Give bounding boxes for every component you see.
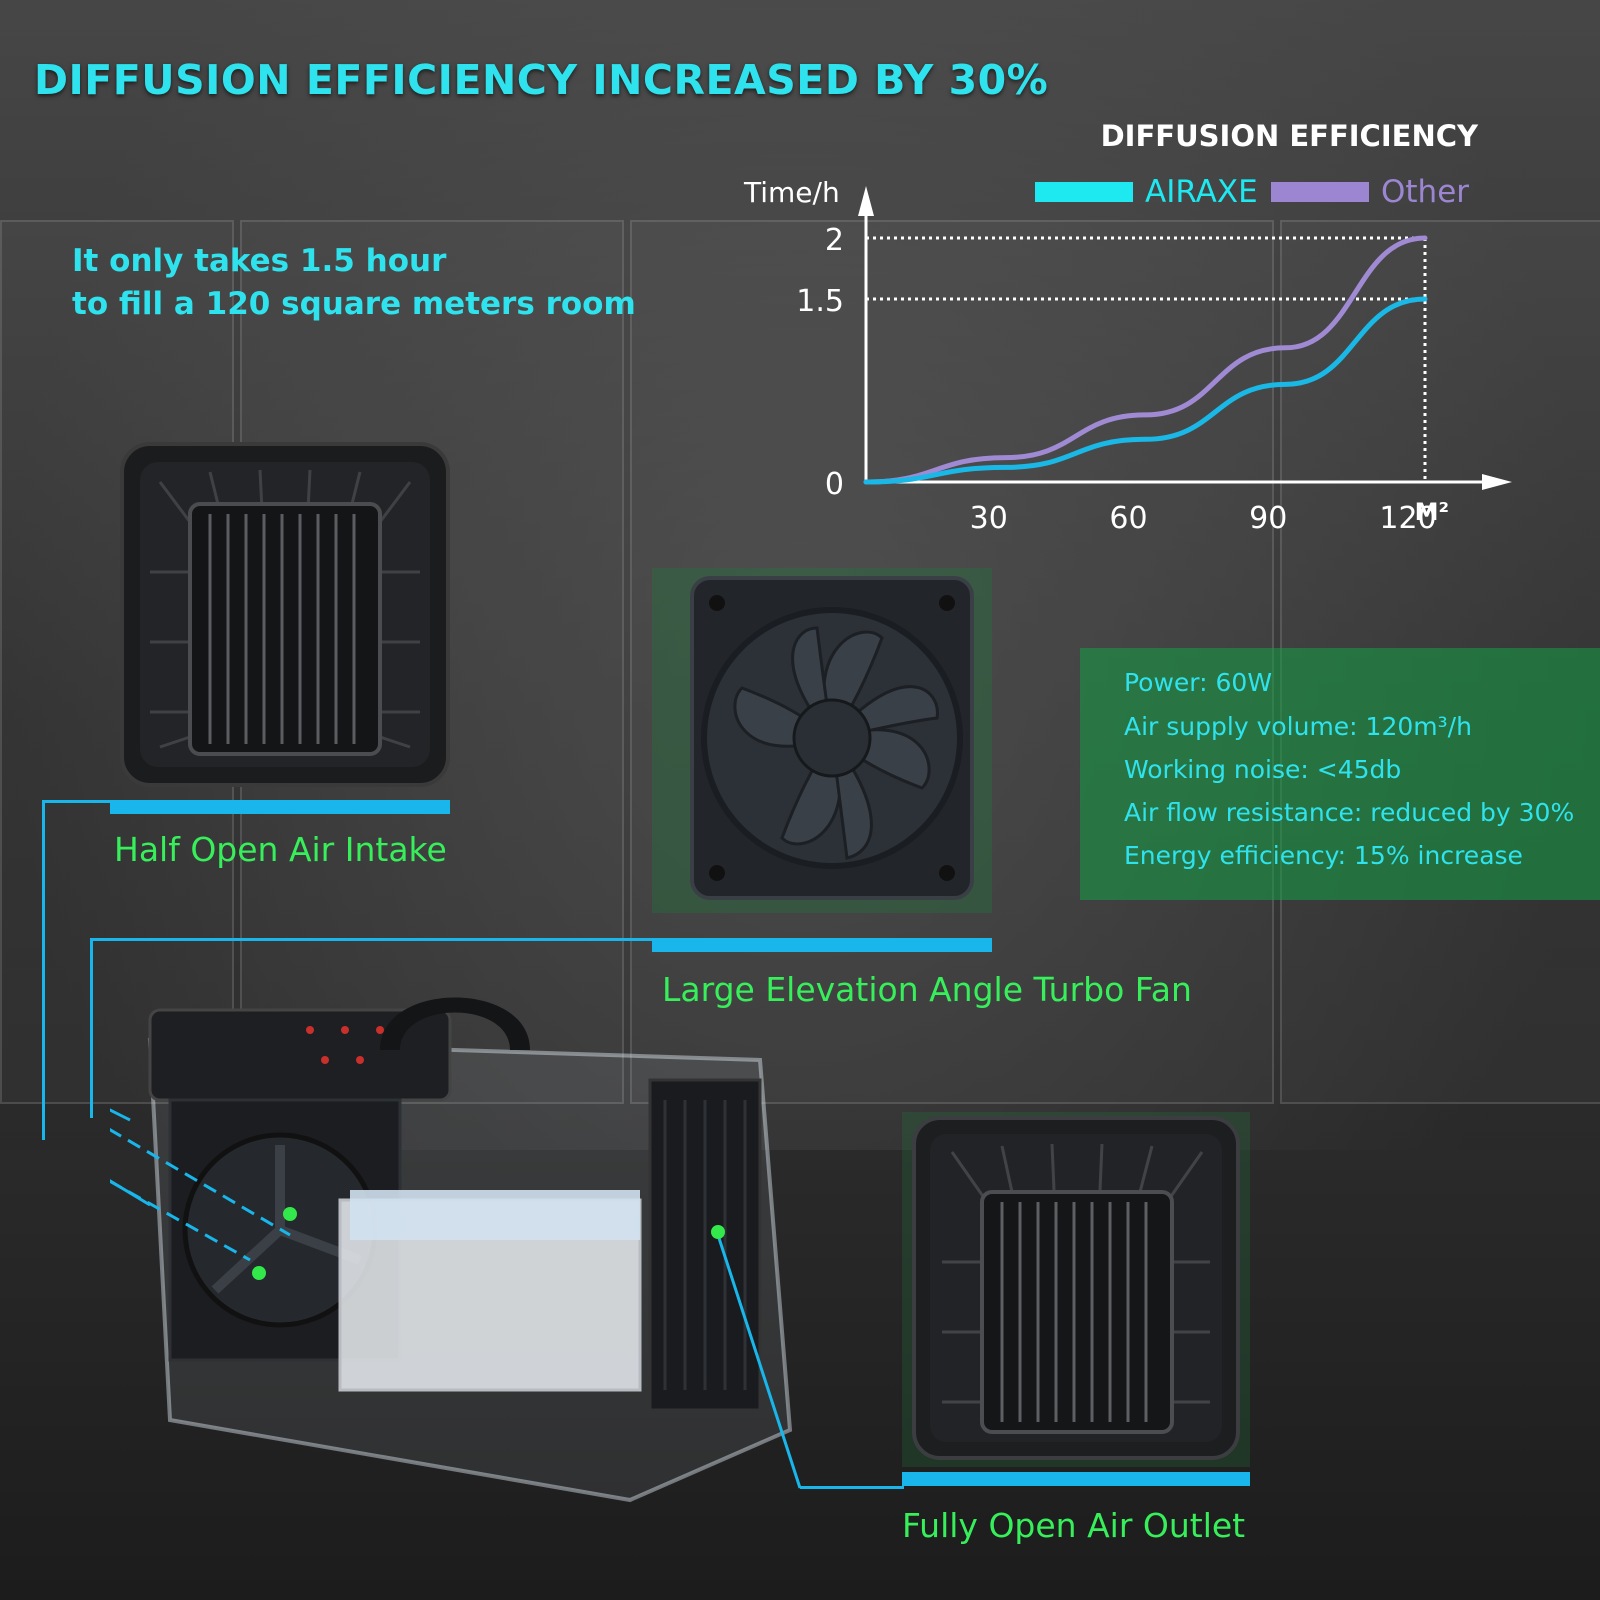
fan-leader-horizontal xyxy=(90,938,655,941)
claim-text: It only takes 1.5 hour to fill a 120 squ… xyxy=(72,240,636,326)
intake-marker-dot xyxy=(283,1207,297,1221)
x-tick-label: 60 xyxy=(1109,501,1147,536)
intake-underline xyxy=(110,800,450,814)
spec-efficiency: Energy efficiency: 15% increase xyxy=(1124,841,1523,870)
reference-lines xyxy=(866,236,1427,482)
fan-label: Large Elevation Angle Turbo Fan xyxy=(662,970,1192,1009)
legend-label: AIRAXE xyxy=(1145,174,1258,210)
claim-line-2: to fill a 120 square meters room xyxy=(72,286,636,322)
purifier-machine-image xyxy=(110,960,810,1520)
y-tick-label: 1.5 xyxy=(796,284,844,319)
legend-swatch xyxy=(1271,182,1369,202)
fan-marker-dot xyxy=(252,1266,266,1280)
outlet-filter-image xyxy=(902,1112,1250,1467)
chart-series xyxy=(863,235,1428,485)
spec-resistance: Air flow resistance: reduced by 30% xyxy=(1124,798,1575,827)
chart-axes xyxy=(858,186,1512,490)
x-axis-unit: M² xyxy=(1415,498,1449,526)
series-line-other xyxy=(863,235,1428,485)
y-axis-arrow xyxy=(858,186,874,216)
fan-underline xyxy=(652,938,992,952)
outlet-marker-dot xyxy=(711,1225,725,1239)
spec-air-supply: Air supply volume: 120m³/h xyxy=(1124,712,1472,741)
y-ticks: 01.52 xyxy=(796,223,844,502)
outlet-leader-horizontal xyxy=(800,1486,904,1489)
intake-filter-image xyxy=(120,442,450,787)
intake-leader-vertical xyxy=(42,800,45,1140)
turbo-fan-image xyxy=(652,568,992,913)
x-tick-label: 30 xyxy=(970,501,1008,536)
legend-label: Other xyxy=(1381,174,1469,210)
outlet-underline xyxy=(902,1472,1250,1486)
y-axis-label: Time/h xyxy=(743,176,840,209)
x-axis-arrow xyxy=(1482,474,1512,490)
intake-label: Half Open Air Intake xyxy=(114,830,447,869)
x-tick-label: 90 xyxy=(1249,501,1287,536)
claim-line-1: It only takes 1.5 hour xyxy=(72,243,447,279)
y-tick-label: 2 xyxy=(825,223,844,258)
headline: DIFFUSION EFFICIENCY INCREASED BY 30% xyxy=(34,56,1049,104)
legend-swatch xyxy=(1035,182,1133,202)
fan-leader-vertical xyxy=(90,938,93,1118)
spec-power: Power: 60W xyxy=(1124,668,1273,697)
spec-noise: Working noise: <45db xyxy=(1124,755,1402,784)
intake-leader-horizontal xyxy=(42,800,112,803)
series-line-airaxe xyxy=(863,296,1428,485)
x-ticks: 30 60 90 120 xyxy=(970,501,1437,536)
chart-title: DIFFUSION EFFICIENCY xyxy=(1101,120,1479,153)
chart-legend: AIRAXE Other xyxy=(1035,174,1469,210)
x-tick-label: 120 xyxy=(1379,501,1436,536)
spec-panel xyxy=(1080,648,1600,900)
y-tick-label: 0 xyxy=(825,467,844,502)
outlet-label: Fully Open Air Outlet xyxy=(902,1506,1246,1545)
